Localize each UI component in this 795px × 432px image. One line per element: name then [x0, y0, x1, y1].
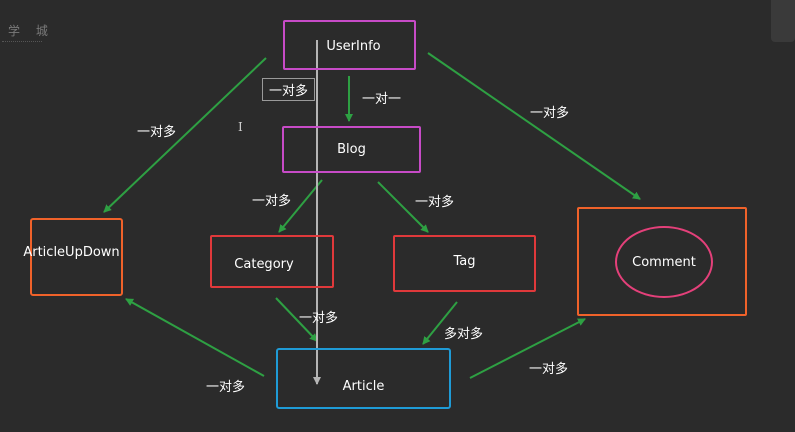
edge-userinfo-comment — [427, 52, 641, 200]
node-blog[interactable]: Blog — [282, 126, 421, 173]
edge-label-category-article: 一对多 — [299, 311, 339, 326]
edge-label-article-comment: 一对多 — [529, 362, 569, 377]
edge-userinfo-updown — [103, 57, 267, 213]
text-cursor-icon: I — [238, 120, 243, 134]
node-article-updown[interactable]: ArticleUpDown — [23, 218, 123, 296]
node-article-label: Article — [342, 379, 385, 394]
node-comment-ellipse[interactable]: Comment — [615, 226, 713, 298]
edge-label-tag-article: 多对多 — [444, 327, 484, 342]
node-category-label: Category — [234, 256, 294, 272]
node-category[interactable]: Category — [210, 235, 334, 288]
watermark-text: 学 城 — [8, 24, 54, 38]
node-tag[interactable]: Tag — [393, 235, 536, 292]
edge-label-blog-category: 一对多 — [252, 194, 292, 209]
edge-label-userinfo-updown: 一对多 — [137, 125, 177, 140]
node-tag-label: Tag — [453, 254, 476, 269]
edge-label-userinfo-blog-boxed[interactable]: 一对多 — [262, 78, 316, 101]
node-article-updown-label: ArticleUpDown — [23, 244, 120, 260]
node-userinfo[interactable]: UserInfo — [283, 20, 416, 70]
node-blog-label: Blog — [337, 142, 366, 157]
node-comment[interactable]: Comment — [577, 207, 747, 316]
edge-label-article-updown: 一对多 — [206, 380, 246, 395]
watermark-underline — [2, 41, 42, 45]
edge-label-userinfo-blog: 一对一 — [362, 92, 402, 107]
node-article[interactable]: Article — [276, 348, 451, 409]
node-comment-label: Comment — [632, 254, 696, 270]
edge-label-blog-tag: 一对多 — [415, 195, 455, 210]
edge-article-updown — [125, 298, 265, 377]
scrollbar[interactable] — [771, 0, 795, 42]
node-userinfo-label: UserInfo — [326, 38, 381, 54]
edge-label-userinfo-comment: 一对多 — [530, 106, 570, 121]
